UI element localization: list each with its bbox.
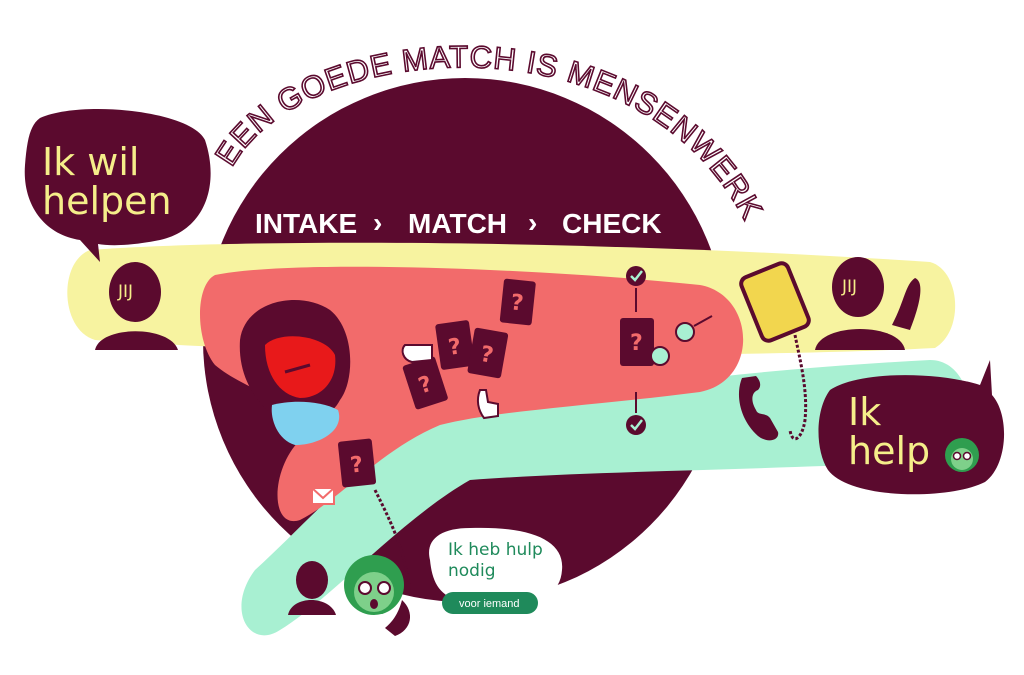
pointer-hand-icon — [401, 344, 433, 364]
helper-bubble-line2: helpen — [42, 179, 172, 223]
headset-agent-icon — [239, 300, 351, 445]
person-label: JIJ — [117, 282, 133, 302]
card-icon: ? — [499, 278, 536, 326]
card-icon: ? — [620, 318, 654, 366]
phone-icon — [373, 489, 412, 636]
mobile-phone-icon — [739, 261, 811, 441]
curly-hair-person-icon — [945, 438, 979, 472]
helper-speech-bubble: Ik wil helpen — [24, 109, 211, 262]
checkmark-icon — [626, 392, 646, 435]
svg-text:?: ? — [630, 331, 643, 356]
need-bubble-line2: nodig — [448, 561, 495, 581]
person-icon: JIJ — [95, 262, 178, 350]
step-intake: INTAKE — [255, 208, 357, 239]
phone-check-icon — [650, 315, 713, 366]
checkmark-icon — [626, 266, 646, 312]
svg-text:?: ? — [478, 342, 495, 369]
card-icon: ? — [435, 320, 475, 370]
steps: INTAKE › MATCH › CHECK — [255, 207, 662, 239]
step-check: CHECK — [562, 208, 662, 239]
need-bubble-line1: Ik heb hulp — [448, 540, 543, 560]
card-icon: ? — [467, 327, 509, 379]
envelope-icon — [311, 487, 335, 505]
need-bubble-pill — [442, 592, 538, 614]
step-match: MATCH — [408, 208, 507, 239]
person-icon: JIJ — [815, 257, 921, 350]
volunteer-speech-bubble: Ik help — [818, 360, 1005, 495]
volunteer-bubble-line2: help — [848, 429, 930, 473]
svg-text:?: ? — [447, 334, 463, 361]
need-help-speech-bubble: Ik heb hulp nodig voor iemand — [429, 527, 563, 614]
svg-text:?: ? — [349, 452, 364, 478]
pointer-hand-icon — [476, 389, 499, 420]
mint-band — [241, 360, 970, 636]
phone-icon — [738, 376, 779, 441]
match-cards: ? ? ? ? ? ? — [337, 278, 654, 488]
person-label: JIJ — [841, 277, 857, 297]
curly-hair-person-icon — [344, 555, 404, 615]
card-icon: ? — [402, 356, 448, 410]
volunteer-bubble-line1: Ik — [848, 390, 881, 434]
step-separator-1: › — [373, 207, 382, 238]
person-icon — [288, 561, 336, 615]
need-bubble-pill-label: voor iemand — [459, 598, 520, 610]
card-icon: ? — [337, 438, 377, 488]
helper-bubble-line1: Ik wil — [42, 140, 140, 184]
svg-text:?: ? — [509, 290, 524, 316]
step-separator-2: › — [528, 207, 537, 238]
